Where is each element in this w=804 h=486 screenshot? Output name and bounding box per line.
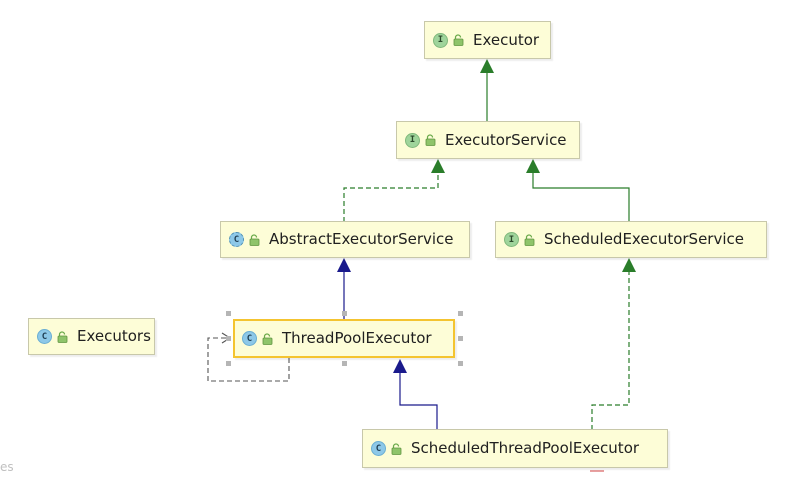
interface-icon: I	[405, 132, 420, 148]
selection-handle-middle-right[interactable]	[458, 336, 463, 341]
edge-scheduledthreadpoolexecutor-to-scheduledexecutorservice	[591, 258, 636, 430]
interface-icon: I	[504, 232, 519, 247]
selection-handle-bottom-right[interactable]	[458, 361, 463, 366]
node-executor[interactable]: I Executor	[424, 21, 551, 59]
lock-icon	[524, 233, 535, 246]
selection-handle-bottom-left[interactable]	[226, 361, 231, 366]
class-icon: C	[242, 331, 257, 346]
lock-icon	[262, 332, 273, 345]
node-executor-service[interactable]: I ExecutorService	[396, 121, 580, 159]
node-abstract-executor-service[interactable]: C AbstractExecutorService	[220, 221, 470, 258]
node-executors[interactable]: C Executors	[28, 318, 155, 355]
lock-icon	[57, 330, 68, 343]
node-label: ScheduledExecutorService	[544, 230, 744, 248]
lock-icon	[425, 134, 436, 146]
truncated-text-fragment: es	[0, 460, 14, 474]
lock-icon	[453, 34, 464, 46]
node-scheduled-thread-pool-executor[interactable]: C ScheduledThreadPoolExecutor	[362, 429, 668, 468]
node-label: Executor	[473, 30, 540, 49]
lock-icon	[391, 442, 402, 455]
node-scheduled-executor-service[interactable]: I ScheduledExecutorService	[495, 221, 767, 258]
node-label: ScheduledThreadPoolExecutor	[411, 439, 640, 457]
selection-handle-bottom-center[interactable]	[342, 361, 347, 366]
edge-scheduledexecutorservice-to-executorservice	[526, 159, 630, 222]
edge-scheduledthreadpoolexecutor-to-threadpoolexecutor	[393, 359, 438, 430]
node-label: AbstractExecutorService	[269, 230, 454, 248]
edge-threadpoolexecutor-to-abstractexecutorservice	[337, 258, 351, 319]
node-thread-pool-executor[interactable]: C ThreadPoolExecutor	[233, 319, 455, 358]
node-label: ExecutorService	[445, 130, 567, 149]
selection-handle-top-right[interactable]	[458, 311, 463, 316]
interface-icon: I	[433, 32, 448, 48]
selection-handle-top-left[interactable]	[226, 311, 231, 316]
node-label: Executors	[77, 327, 151, 345]
class-icon: C	[371, 441, 386, 456]
abstract-class-icon: C	[229, 232, 244, 247]
class-icon: C	[37, 329, 52, 344]
node-label: ThreadPoolExecutor	[282, 329, 432, 347]
selection-handle-middle-left[interactable]	[226, 336, 231, 341]
edge-abstractexecutorservice-to-executorservice	[343, 159, 445, 222]
edge-executorservice-to-executor	[480, 59, 494, 122]
lock-icon	[249, 233, 260, 246]
selection-handle-top-center[interactable]	[342, 311, 347, 316]
